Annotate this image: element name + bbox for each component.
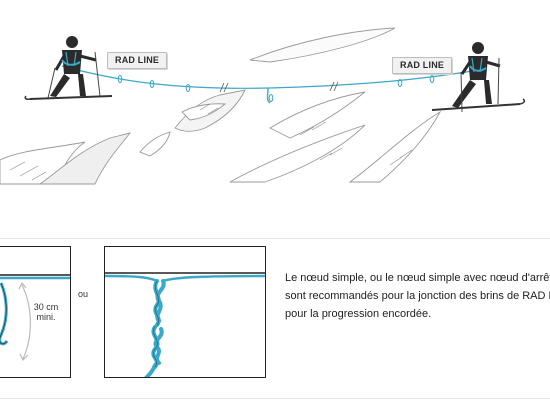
right-skier [431,42,526,113]
rad-line-rope [61,65,479,104]
stopper-knot-drawing [105,272,265,377]
left-skier [24,36,113,100]
min-length-label: 30 cm mini. [26,302,66,322]
simple-knot-drawing [0,274,70,362]
simple-knot-panel [0,246,71,378]
knot-description: Le nœud simple, ou le nœud simple avec n… [285,272,550,320]
min-length-value: 30 cm [33,302,59,312]
section-divider [0,238,550,239]
crevasse-hatching [9,103,413,181]
rad-line-tag-left: RAD LINE [107,52,168,69]
glacier-scene [0,27,526,185]
rad-line-tag-right: RAD LINE [392,57,453,74]
roped-skiers-illustration: RAD LINE RAD LINE [0,0,550,190]
stopper-knot-panel [104,246,266,378]
crevasse-shapes [0,27,442,185]
or-separator: ou [78,289,89,299]
bottom-divider [0,398,550,399]
min-length-suffix: mini. [36,312,56,322]
